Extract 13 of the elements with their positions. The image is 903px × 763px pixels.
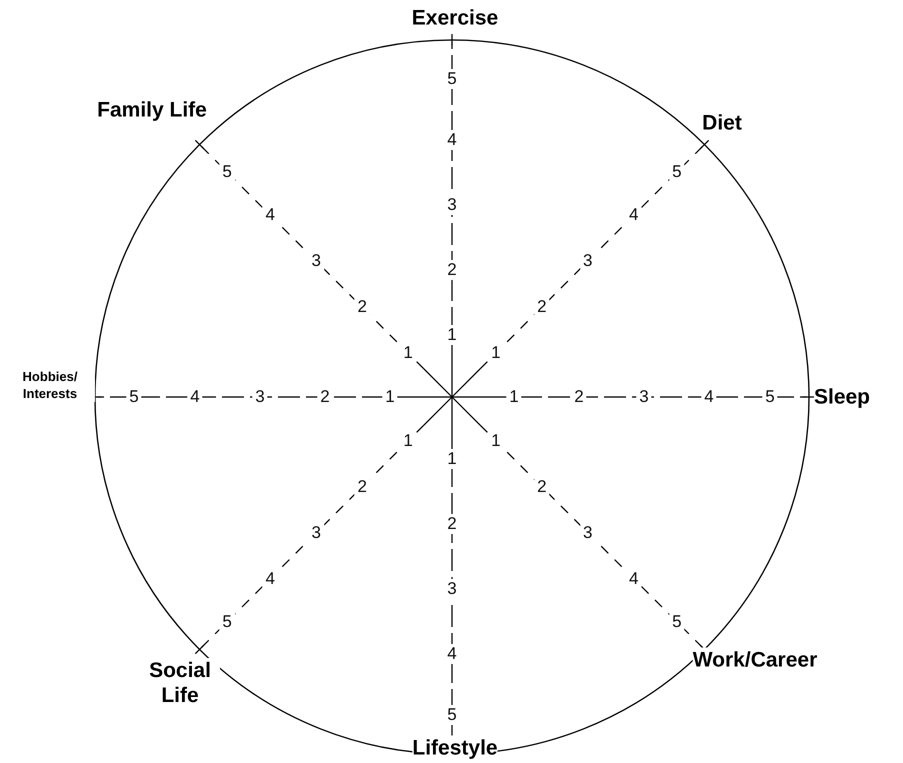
scale-number: 5 <box>219 162 235 182</box>
scale-number: 3 <box>580 522 596 543</box>
category-label: Lifestyle <box>412 736 498 760</box>
scale-number: 5 <box>669 612 685 632</box>
scale-number: 2 <box>354 476 370 497</box>
scale-number: 5 <box>219 612 235 632</box>
scale-number: 2 <box>354 297 370 318</box>
scale-number: 3 <box>308 522 324 543</box>
scale-number: 3 <box>308 251 324 272</box>
scale-number: 2 <box>534 476 550 497</box>
scale-number: 2 <box>534 297 550 318</box>
scale-number: 5 <box>669 162 685 182</box>
scale-number: 3 <box>580 251 596 272</box>
